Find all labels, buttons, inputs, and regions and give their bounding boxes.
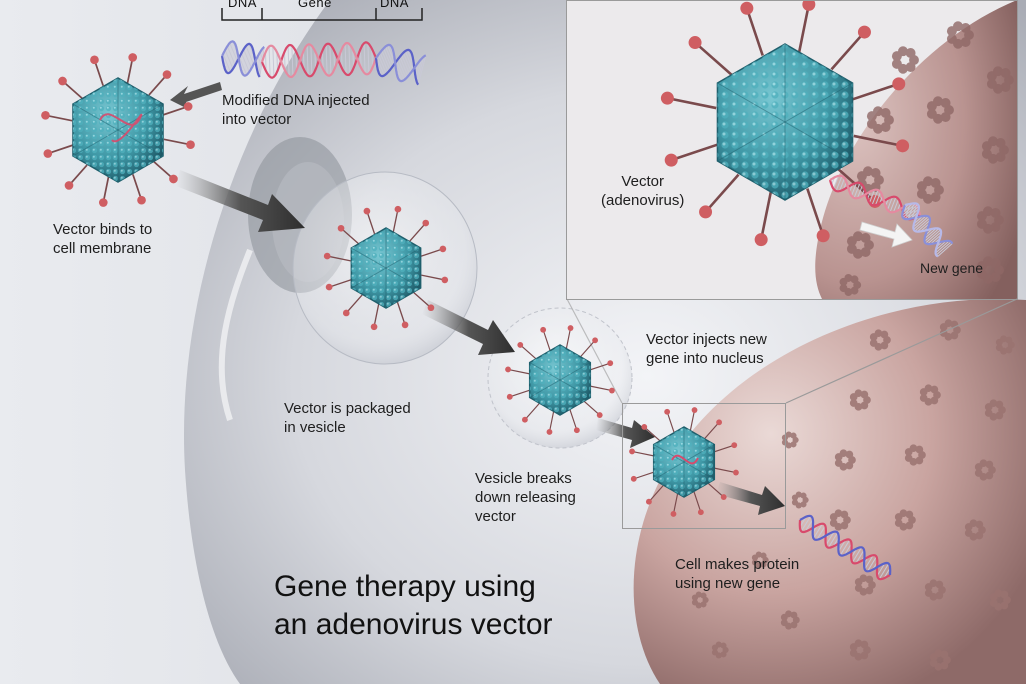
nuclear-pore xyxy=(834,449,856,471)
nuclear-pore xyxy=(791,491,809,509)
label-makes-protein: Cell makes protein using new gene xyxy=(675,555,799,593)
label-vector-adenovirus: Vector (adenovirus) xyxy=(601,172,684,210)
label-new-gene: New gene xyxy=(920,260,984,276)
label-line: into vector xyxy=(222,111,292,128)
label-line: down releasing xyxy=(475,489,576,506)
nuclear-pore xyxy=(984,399,1006,421)
nuclear-pore xyxy=(866,106,894,134)
nuclear-pore xyxy=(976,206,1004,234)
nuclear-pore xyxy=(854,574,876,596)
label-injects: Vector injects new gene into nucleus xyxy=(646,330,767,368)
new-gene-helix-inset xyxy=(901,202,954,258)
gene-label: Gene xyxy=(298,0,332,10)
nuclear-pore xyxy=(939,319,961,341)
nuclear-pore xyxy=(849,389,871,411)
label-line: (adenovirus) xyxy=(601,192,685,209)
nuclear-pore xyxy=(916,176,944,204)
label-line: Vector injects new xyxy=(646,331,767,348)
label-packaged: Vector is packaged in vesicle xyxy=(284,399,411,437)
label-line: Cell makes protein xyxy=(675,556,800,573)
nuclear-pore xyxy=(781,431,799,449)
nuclear-pore xyxy=(981,136,1009,164)
process-arrows xyxy=(170,82,785,515)
label-line: gene into nucleus xyxy=(646,350,764,367)
vector-virus-free xyxy=(41,53,195,207)
label-vector-binds: Vector binds to cell membrane xyxy=(53,220,152,258)
nuclear-pore xyxy=(986,66,1014,94)
nuclear-pore xyxy=(926,96,954,124)
nuclear-pore xyxy=(846,231,874,259)
label-modified-dna: Modified DNA injected into vector xyxy=(222,91,370,129)
dna-helix-gene xyxy=(260,41,378,79)
title-line: Gene therapy using xyxy=(274,570,536,603)
dna-bracket xyxy=(221,8,423,21)
label-vesicle-breaks: Vesicle breaks down releasing vector xyxy=(475,469,576,526)
dna-right-label: DNA xyxy=(380,0,409,10)
nucleus xyxy=(633,299,1026,684)
vector-virus-in-vesicle xyxy=(323,205,449,331)
vector-virus-inset xyxy=(660,0,910,247)
label-line: Vector is packaged xyxy=(284,400,411,417)
nuclear-pore xyxy=(995,335,1015,355)
dna-helix-protein xyxy=(798,514,892,581)
nuclear-pore xyxy=(869,329,891,351)
nuclear-pore xyxy=(711,641,729,659)
label-line: in vesicle xyxy=(284,419,346,436)
label-line: cell membrane xyxy=(53,240,152,257)
nuclear-pore xyxy=(976,256,1004,284)
nuclear-pore xyxy=(849,639,871,661)
label-line: Vector binds to xyxy=(53,221,153,238)
nuclear-pore xyxy=(691,591,709,609)
nuclear-pore xyxy=(989,589,1011,611)
nuclear-pore xyxy=(924,579,946,601)
title-line: an adenovirus vector xyxy=(274,608,553,641)
nuclear-pore xyxy=(829,509,851,531)
label-line: Modified DNA injected xyxy=(222,92,370,109)
nuclear-pore xyxy=(904,444,926,466)
dna-helix-left xyxy=(220,40,265,78)
nuclear-pore xyxy=(780,610,800,630)
dna-helix-right xyxy=(374,43,427,86)
nuclear-pore xyxy=(964,519,986,541)
nuclear-pore xyxy=(974,459,996,481)
vector-virus-released xyxy=(505,325,615,435)
label-line: Vector xyxy=(621,173,664,190)
nuclear-pore xyxy=(919,384,941,406)
dna-left-label: DNA xyxy=(228,0,257,10)
nuclear-pore xyxy=(751,551,769,569)
diagram-title: Gene therapy using an adenovirus vector xyxy=(274,568,553,644)
nuclear-pore xyxy=(891,46,919,74)
vector-virus-at-nucleus xyxy=(629,407,739,517)
nuclear-pore xyxy=(929,649,951,671)
label-line: Vesicle breaks xyxy=(475,470,572,487)
nuclear-pore xyxy=(946,21,974,49)
label-line: using new gene xyxy=(675,575,781,592)
nuclear-pore xyxy=(894,509,916,531)
nuclear-pore xyxy=(839,274,862,296)
label-line: vector xyxy=(475,508,516,525)
